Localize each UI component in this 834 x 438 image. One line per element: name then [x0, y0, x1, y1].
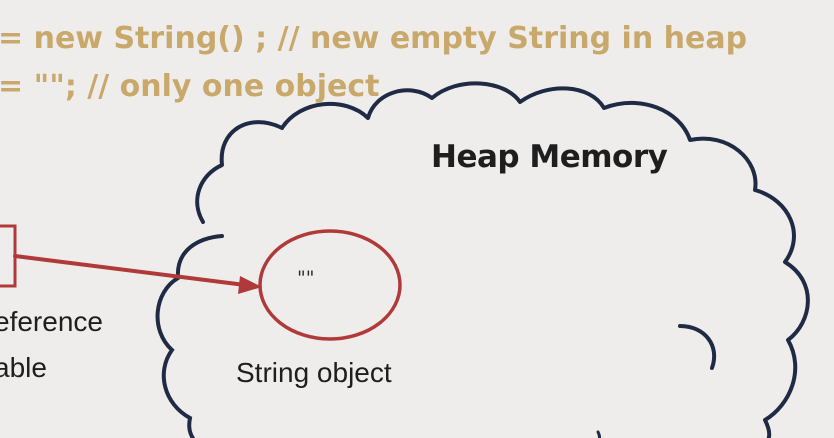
heap-cloud-left: [155, 234, 224, 438]
reference-arrow: [13, 254, 247, 287]
code-line-1: = new String() ; // new empty String in …: [0, 21, 748, 56]
reference-variable-label-line1: eference: [0, 306, 103, 337]
reference-variable-label-line2: able: [0, 352, 47, 383]
heap-cloud: [195, 81, 810, 438]
code-line-2: = ""; // only one object: [0, 69, 380, 104]
reference-variable-box: [0, 224, 17, 288]
string-object-value: "": [297, 267, 315, 289]
string-object-label: String object: [236, 357, 392, 388]
heap-cloud-inner-curve: [678, 324, 717, 370]
heap-cloud-bottom-tick: [596, 430, 602, 438]
string-object-circle: [258, 229, 402, 341]
heap-memory-title: Heap Memory: [431, 139, 668, 175]
reference-arrow-head: [238, 276, 262, 294]
